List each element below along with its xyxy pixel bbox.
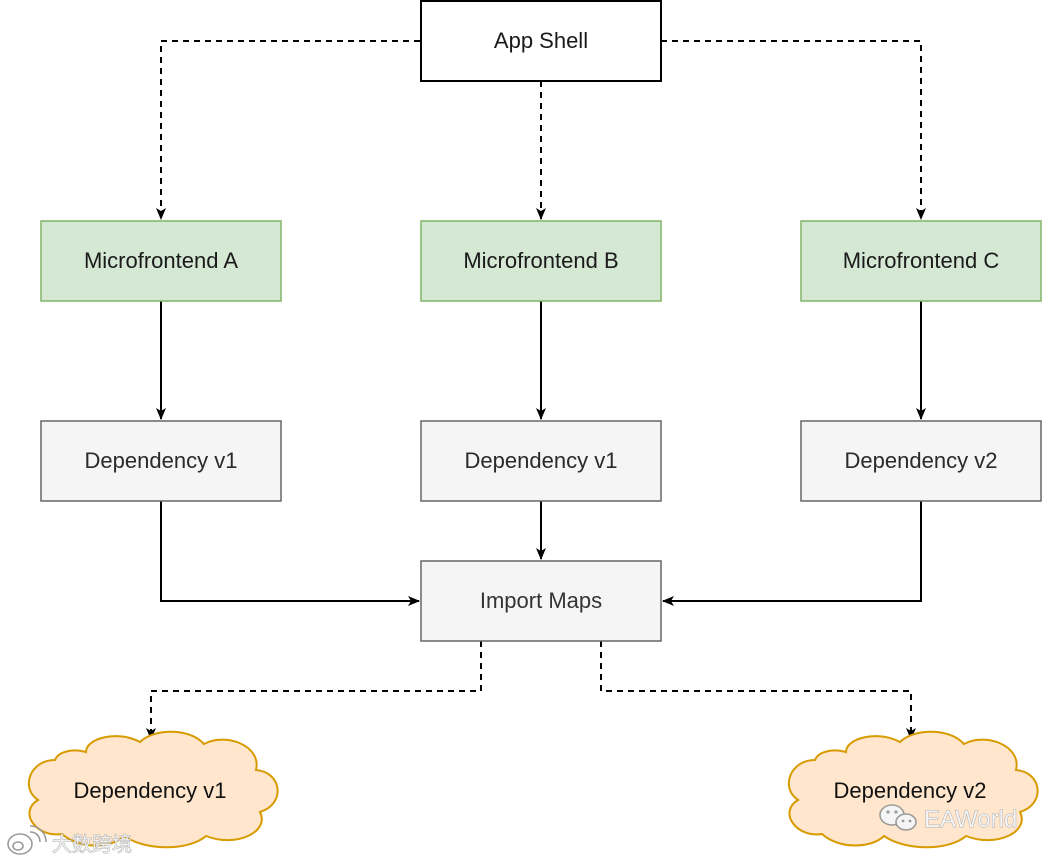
connector-shell-to-mfe-a — [156, 40, 420, 220]
dependency-b-label: Dependency v1 — [465, 448, 618, 473]
dependency-a-node: Dependency v1 — [40, 420, 282, 502]
dependency-connectors — [156, 301, 926, 420]
cloud-dependency-v2: Dependency v2 — [787, 730, 1039, 849]
connector-dep-a-to-import-maps — [160, 501, 420, 606]
connector-shell-to-mfe-c — [661, 40, 926, 220]
microfrontend-a-label: Microfrontend A — [84, 248, 238, 273]
wechat-icon — [879, 804, 917, 831]
import-map-connectors — [160, 501, 922, 606]
import-maps-node: Import Maps — [420, 560, 662, 642]
watermark-left: 大数跨境 — [7, 825, 132, 856]
watermark-right: EAWorld — [879, 804, 1018, 833]
dependency-b-node: Dependency v1 — [420, 420, 662, 502]
dependency-c-label: Dependency v2 — [845, 448, 998, 473]
watermark-right-text: EAWorld — [924, 806, 1017, 833]
cloud-dependency-v1: Dependency v1 — [27, 730, 279, 849]
microfrontend-a-node: Microfrontend A — [40, 220, 282, 302]
cloud-dependency-v1-label: Dependency v1 — [74, 778, 227, 803]
weibo-icon — [7, 825, 47, 855]
app-shell-label: App Shell — [494, 28, 588, 53]
cloud-dependency-v2-label: Dependency v2 — [834, 778, 987, 803]
cloud-connectors — [146, 641, 916, 740]
dependency-c-node: Dependency v2 — [800, 420, 1042, 502]
import-maps-label: Import Maps — [480, 588, 602, 613]
app-shell-node: App Shell — [420, 0, 662, 82]
connector-import-maps-to-cloud-v2 — [600, 641, 916, 740]
connector-import-maps-to-cloud-v1 — [146, 641, 482, 740]
dependency-a-label: Dependency v1 — [85, 448, 238, 473]
watermark-left-text: 大数跨境 — [52, 833, 132, 856]
shell-connectors — [156, 40, 926, 220]
microfrontend-b-label: Microfrontend B — [463, 248, 618, 273]
microfrontend-c-node: Microfrontend C — [800, 220, 1042, 302]
microfrontend-c-label: Microfrontend C — [843, 248, 1000, 273]
microfrontend-b-node: Microfrontend B — [420, 220, 662, 302]
connector-dep-c-to-import-maps — [662, 501, 922, 606]
